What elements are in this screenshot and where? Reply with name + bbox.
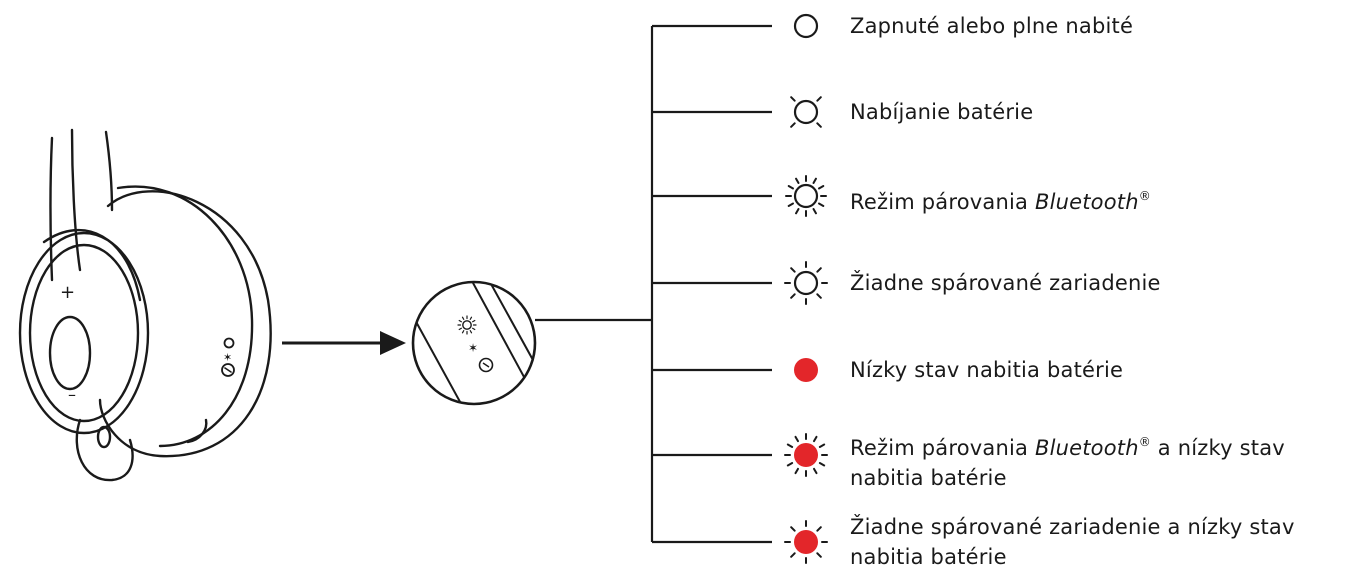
label-pairing-low-text: Režim párovania	[850, 436, 1035, 460]
mini-light-ray	[458, 319, 462, 323]
magnifier-power-button	[478, 357, 494, 373]
ear-cup-face	[18, 231, 150, 435]
light-ray	[790, 293, 796, 299]
light-ray	[817, 202, 825, 207]
label-low-battery: Nízky stav nabitia batérie	[850, 358, 1124, 382]
mini-light-ray	[472, 319, 476, 323]
light-ray	[818, 443, 826, 448]
light-ray	[794, 435, 799, 443]
light-ray	[790, 267, 796, 273]
arrow-head	[380, 331, 406, 355]
label-pairing-low-after: a nízky stav	[1150, 436, 1285, 460]
light-ray	[787, 202, 795, 207]
ear-cup-face-inner	[28, 243, 140, 423]
magnifier-bluetooth-symbol: ✶	[468, 341, 478, 355]
ear-cup-side	[42, 228, 142, 302]
light-ray	[787, 185, 795, 190]
light-ray	[813, 435, 818, 443]
bluetooth-symbol: ✶	[223, 351, 232, 364]
label-pairing-reg: ®	[1138, 189, 1151, 203]
mini-light-ray	[461, 316, 465, 320]
status-icon-no-device-low	[784, 520, 828, 564]
status-icon-no-device	[784, 261, 828, 305]
label-no-device-low: Žiadne spárované zariadenie a nízky stav…	[850, 512, 1295, 572]
light-ray	[786, 443, 794, 448]
side-port	[186, 418, 208, 444]
mini-light-ray	[469, 316, 473, 320]
status-icon-pairing	[785, 175, 827, 217]
magnifier-detail: ✶	[411, 280, 537, 406]
label-pairing-text: Režim párovania	[850, 190, 1035, 214]
status-icon-on	[793, 13, 819, 39]
light-ray	[812, 177, 817, 185]
connector-tree	[535, 24, 772, 544]
light-ray	[816, 267, 822, 273]
volume-plus-label: +	[60, 282, 75, 303]
light-ray	[816, 96, 822, 102]
light-ray	[817, 185, 825, 190]
label-no-device-low-text: Žiadne spárované zariadenie a nízky stav	[850, 515, 1295, 539]
light-ray	[794, 467, 799, 475]
label-pairing-low-brand: Bluetooth	[1034, 436, 1139, 460]
power-button-mark	[224, 367, 232, 373]
label-no-device: Žiadne spárované zariadenie	[850, 271, 1161, 295]
mini-light-ray	[461, 330, 465, 334]
mini-light-ray	[472, 327, 476, 331]
magnifier-led-icon	[457, 315, 477, 335]
light-ray	[816, 293, 822, 299]
light-ray	[790, 96, 796, 102]
light-ray	[816, 122, 822, 128]
ear-cup-rim	[116, 185, 254, 448]
magnifier-circle	[411, 280, 537, 406]
ear-cup-outer	[98, 190, 272, 458]
label-no-device-low-line2: nabitia batérie	[850, 545, 1007, 569]
status-icon-pairing-low	[784, 433, 828, 477]
label-on: Zapnuté alebo plne nabité	[850, 14, 1134, 38]
label-pairing-low-line2: nabitia batérie	[850, 466, 1007, 490]
light-ray	[813, 467, 818, 475]
headband-outer	[49, 136, 54, 282]
control-button	[48, 315, 92, 391]
headband-inner	[70, 128, 82, 272]
label-pairing-low-reg: ®	[1138, 435, 1151, 449]
headset-illustration	[18, 128, 272, 482]
mic-tip	[96, 425, 112, 449]
mini-light-ray	[469, 330, 473, 334]
light-ray	[790, 122, 796, 128]
label-pairing: Režim párovania Bluetooth®	[850, 181, 1151, 217]
label-charging: Nabíjanie batérie	[850, 100, 1034, 124]
light-ray	[816, 552, 822, 558]
light-ray	[795, 207, 800, 215]
pointer-arrow	[282, 331, 406, 355]
light-ray	[812, 207, 817, 215]
light-ray	[790, 552, 796, 558]
label-pairing-low: Režim párovania Bluetooth® a nízky stav n…	[850, 427, 1285, 493]
light-ray	[786, 462, 794, 467]
headband-top	[104, 130, 114, 212]
power-button-ring	[221, 363, 235, 377]
light-ray	[790, 526, 796, 532]
status-icon-charging	[790, 96, 822, 128]
light-ray	[816, 526, 822, 532]
label-pairing-brand: Bluetooth	[1034, 190, 1139, 214]
status-icon-low-battery	[794, 358, 818, 382]
light-ray	[795, 177, 800, 185]
mini-light-ray	[458, 327, 462, 331]
volume-minus-label: –	[68, 385, 76, 404]
status-led-ring	[223, 337, 235, 349]
light-ray	[818, 462, 826, 467]
mic-boom	[75, 418, 134, 482]
